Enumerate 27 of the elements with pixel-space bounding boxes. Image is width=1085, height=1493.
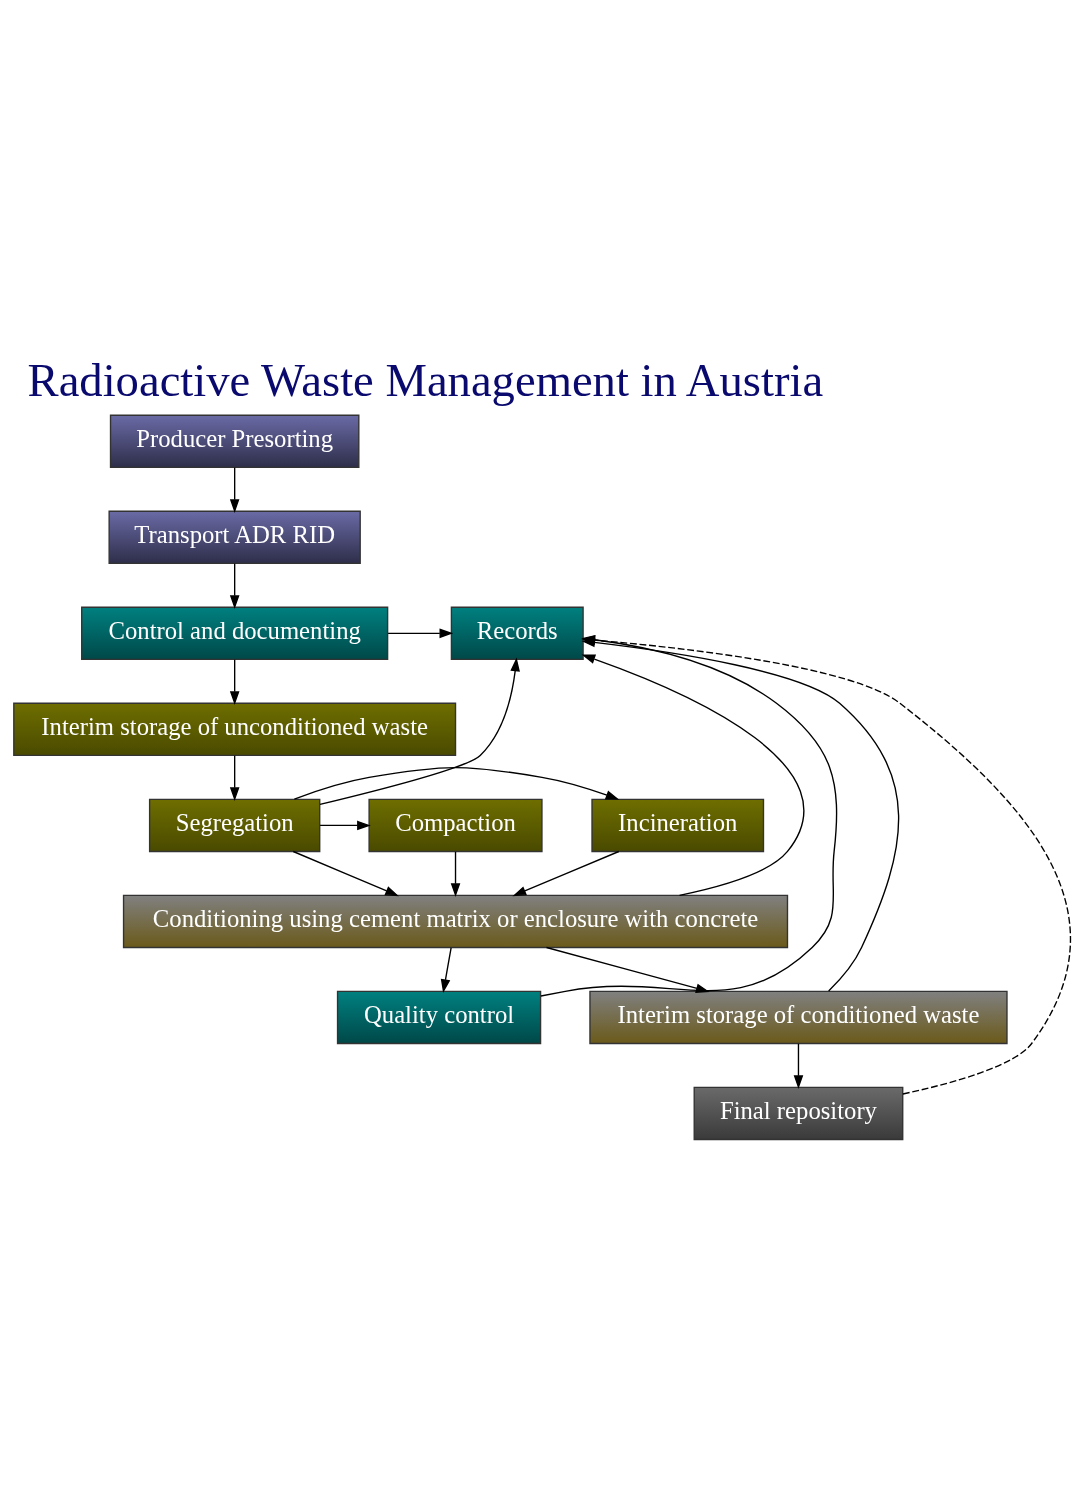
arrow bbox=[292, 850, 399, 897]
node-box: Transport ADR RID bbox=[108, 510, 361, 565]
arrow bbox=[440, 947, 452, 994]
arrow bbox=[581, 654, 805, 896]
arrow bbox=[229, 755, 240, 801]
node-box: Conditioning using cement matrix or enclosure with concrete bbox=[122, 894, 789, 949]
arrow bbox=[319, 657, 520, 806]
node-box: Interim storage of unconditioned waste bbox=[13, 702, 457, 757]
arrow bbox=[293, 766, 620, 800]
node-box: Quality control bbox=[336, 990, 542, 1045]
arrow bbox=[512, 850, 620, 897]
arrow bbox=[450, 851, 461, 898]
arrow bbox=[387, 628, 454, 639]
arrow bbox=[229, 563, 240, 609]
node-box: Final repository bbox=[693, 1086, 904, 1141]
arrow bbox=[793, 1043, 804, 1090]
arrow bbox=[229, 466, 240, 513]
node-box: Records bbox=[450, 606, 584, 661]
node-box: Compaction bbox=[368, 798, 543, 853]
arrow bbox=[229, 659, 240, 705]
arrow bbox=[319, 820, 371, 831]
node-box: Incineration bbox=[591, 798, 765, 853]
node-box: Segregation bbox=[148, 798, 321, 853]
node-box: Producer Presorting bbox=[109, 414, 360, 469]
node-box: Interim storage of conditioned waste bbox=[589, 990, 1008, 1045]
diagram-title: Radioactive Waste Management in Austria bbox=[27, 354, 824, 407]
node-box: Control and documenting bbox=[81, 606, 389, 661]
